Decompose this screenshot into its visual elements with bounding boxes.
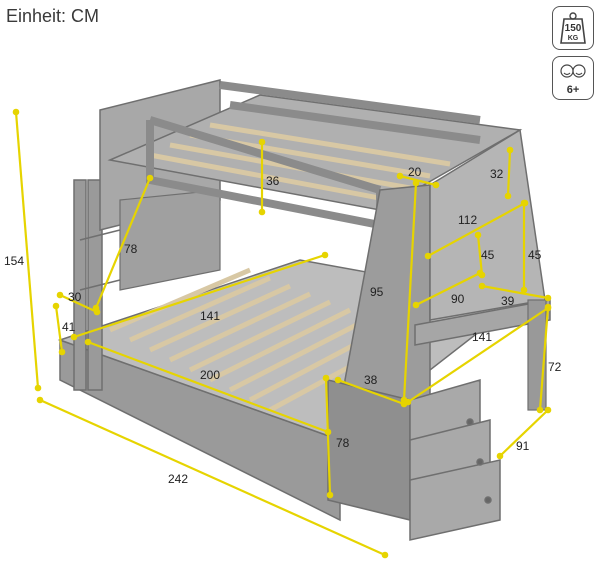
dim-shelf-top-height: 32 — [490, 167, 504, 181]
dimension-labels: 154 242 36 78 30 41 141 200 78 38 20 32 … — [4, 165, 562, 486]
dim-shelf-inner-height: 45 — [481, 248, 495, 262]
age-limit-badge: 6+ — [552, 56, 594, 100]
lower-end-panel — [119, 189, 221, 291]
dim-shelf-side-height: 45 — [528, 248, 542, 262]
weight-unit: KG — [568, 35, 579, 42]
weight-icon — [560, 12, 586, 44]
weight-limit-badge: 150 KG — [552, 6, 594, 50]
dim-desk-width: 141 — [472, 330, 492, 344]
unit-label: Einheit: CM — [6, 6, 100, 26]
drawer-unit — [409, 379, 501, 541]
dim-shelf-depth: 90 — [451, 292, 465, 306]
dim-shelf-width: 112 — [458, 213, 477, 227]
dim-upper-rail-height: 36 — [266, 174, 280, 188]
weight-value: 150 — [565, 23, 582, 34]
dim-tower-height: 95 — [370, 285, 384, 299]
dim-total-height: 154 — [4, 254, 24, 268]
dimension-lines — [12, 108, 552, 559]
dim-drawer-depth: 91 — [516, 439, 530, 453]
dim-steps-gap: 38 — [364, 373, 378, 387]
dim-lower-length: 200 — [200, 368, 220, 382]
dim-lower-guard: 41 — [62, 320, 76, 334]
dim-total-length: 242 — [168, 472, 188, 486]
dim-shelf-top-width: 20 — [408, 165, 422, 179]
dim-desk-depth: 39 — [501, 294, 515, 308]
age-value: 6+ — [567, 84, 580, 96]
dim-end-panel-height: 78 — [336, 436, 350, 450]
dim-ladder-length: 78 — [124, 242, 138, 256]
children-faces-icon — [560, 64, 586, 78]
dim-lower-width: 141 — [200, 309, 220, 323]
dim-desk-height: 72 — [548, 360, 562, 374]
dim-ladder-step: 30 — [68, 290, 82, 304]
